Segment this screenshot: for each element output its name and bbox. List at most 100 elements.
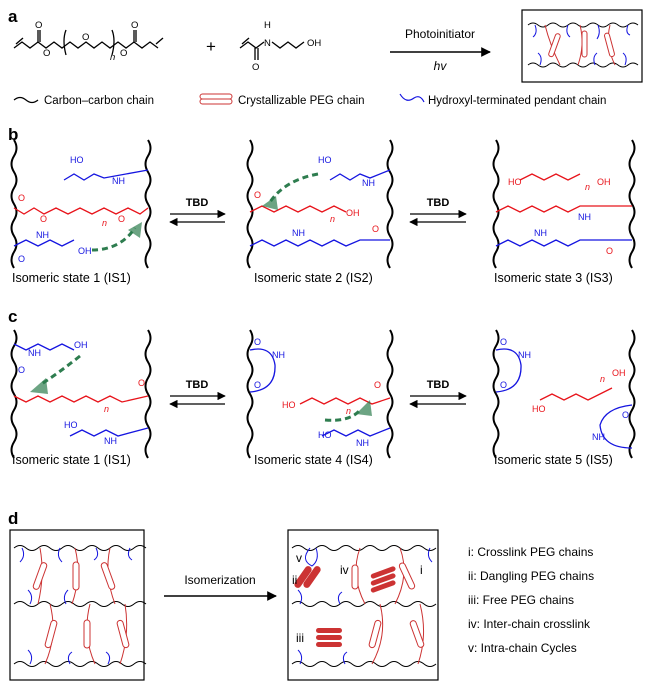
is2-nh: NH: [362, 178, 375, 188]
is1b-oh: OH: [78, 246, 92, 256]
pegda-n: n: [110, 52, 115, 63]
heaa-n: N: [264, 38, 271, 49]
is2-o2: O: [372, 224, 379, 234]
is4-n: n: [346, 406, 351, 416]
legend-peg-chain: Crystallizable PEG chain: [238, 95, 365, 107]
network-box-d-after: [287, 529, 439, 681]
heaa-o: O: [252, 62, 259, 73]
equilibrium-b1: [169, 209, 226, 227]
tbd-c2: TBD: [427, 379, 450, 391]
roman-ii: ii: [292, 573, 297, 587]
is1b-nh2: NH: [36, 230, 49, 240]
tbd-b1: TBD: [186, 197, 209, 209]
is3-nh: NH: [578, 212, 591, 222]
peg-chain-swatch: [199, 93, 233, 100]
is4-nh: NH: [272, 350, 285, 360]
is2-nh2: NH: [292, 228, 305, 238]
is2-o1: O: [254, 190, 261, 200]
is1b-o2: O: [40, 214, 47, 224]
is1b-nh: NH: [112, 176, 125, 186]
panel-label-c: c: [8, 307, 17, 326]
tbd-c1: TBD: [186, 379, 209, 391]
pegda-o3: O: [82, 32, 89, 43]
is3-ho: HO: [508, 177, 522, 187]
is4-o2: O: [254, 380, 261, 390]
legend-d-iv: iv: Inter-chain crosslink: [468, 617, 591, 631]
equilibrium-c1: [169, 391, 226, 409]
structure-is5: [492, 329, 636, 459]
is1c-oh: OH: [74, 340, 88, 350]
is2-n: n: [330, 214, 335, 224]
structure-is3: [492, 139, 636, 269]
is4-label: Isomeric state 4 (IS4): [254, 453, 373, 467]
heaa-h: H: [264, 20, 271, 31]
is4-nh2: NH: [356, 438, 369, 448]
plus-sign: +: [206, 37, 216, 56]
roman-iii: iii: [296, 631, 304, 645]
is4-o3: O: [374, 380, 381, 390]
is3-label: Isomeric state 3 (IS3): [494, 271, 613, 285]
is3-oh: OH: [597, 177, 611, 187]
is1c-o1: O: [18, 365, 25, 375]
is1c-n: n: [104, 404, 109, 414]
network-box-a: [521, 9, 643, 83]
equilibrium-c2: [409, 391, 467, 409]
tbd-b2: TBD: [427, 197, 450, 209]
is3-o: O: [606, 246, 613, 256]
is5-nh: NH: [518, 350, 531, 360]
is4-o1: O: [254, 337, 261, 347]
is4-ho2: HO: [318, 430, 332, 440]
is1c-nh2: NH: [104, 436, 117, 446]
is2-label: Isomeric state 2 (IS2): [254, 271, 373, 285]
legend-d-iii: iii: Free PEG chains: [468, 593, 574, 607]
is1b-o1: O: [18, 193, 25, 203]
is1b-n: n: [102, 218, 107, 228]
legend-carbon-chain: Carbon–carbon chain: [44, 95, 154, 107]
carbon-chain-swatch: [13, 96, 39, 104]
panel-label-d: d: [8, 509, 18, 528]
is1b-ho: HO: [70, 155, 84, 165]
photoinitiator-label: Photoinitiator: [405, 27, 475, 41]
is1c-nh: NH: [28, 348, 41, 358]
is2-oh: OH: [346, 208, 360, 218]
legend-d-i: i: Crosslink PEG chains: [468, 545, 593, 559]
is1-label-c: Isomeric state 1 (IS1): [12, 453, 131, 467]
pegda-o5: O: [131, 20, 138, 31]
hydroxyl-chain-swatch: [399, 93, 425, 103]
legend-a: Carbon–carbon chain Crystallizable PEG c…: [13, 93, 606, 107]
pegda-molecule: [13, 29, 164, 56]
pegda-o4: O: [120, 48, 127, 59]
roman-v: v: [296, 551, 302, 565]
is3-n: n: [585, 182, 590, 192]
is2-ho: HO: [318, 155, 332, 165]
structure-is1-c: [10, 329, 152, 459]
hv-label: hv: [434, 59, 448, 73]
is5-oh: OH: [612, 368, 626, 378]
is1c-ho: HO: [64, 420, 78, 430]
structure-is2: [246, 139, 394, 269]
is5-ho: HO: [532, 404, 546, 414]
network-box-d-before: [9, 529, 147, 681]
equilibrium-b2: [409, 209, 467, 227]
is5-o2: O: [500, 380, 507, 390]
is5-n: n: [600, 374, 605, 384]
is3-nh2: NH: [534, 228, 547, 238]
pegda-o2: O: [43, 48, 50, 59]
is4-ho: HO: [282, 400, 296, 410]
is5-o3: O: [622, 410, 629, 420]
panel-label-a: a: [8, 7, 18, 26]
legend-d-ii: ii: Dangling PEG chains: [468, 569, 594, 583]
structure-is4: [246, 329, 394, 459]
is5-hn: NH: [592, 432, 605, 442]
is1b-o3: O: [118, 214, 125, 224]
isomerization-label: Isomerization: [184, 573, 255, 587]
is1b-o4: O: [18, 254, 25, 264]
legend-d-v: v: Intra-chain Cycles: [468, 641, 577, 655]
heaa-oh: OH: [307, 38, 321, 49]
is1-label-b: Isomeric state 1 (IS1): [12, 271, 131, 285]
pegda-o1: O: [35, 20, 42, 31]
roman-iv: iv: [340, 563, 349, 577]
is5-label: Isomeric state 5 (IS5): [494, 453, 613, 467]
is1c-o2: O: [138, 378, 145, 388]
panel-label-b: b: [8, 125, 18, 144]
